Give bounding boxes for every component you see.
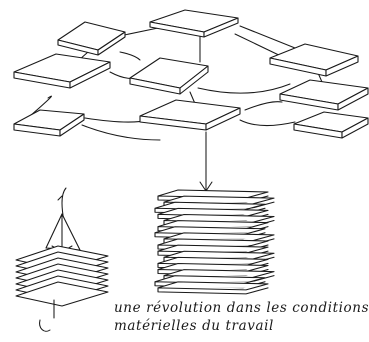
link: [81, 124, 161, 141]
link: [84, 117, 149, 123]
link: [239, 25, 301, 51]
caption-line-1: une révolution dans les conditions: [114, 300, 369, 316]
stack-layer: [157, 281, 269, 295]
slab: [13, 53, 111, 89]
link: [234, 33, 286, 59]
network-slabs: [13, 9, 369, 139]
link: [197, 83, 291, 94]
caption-line-2: matérielles du travail: [114, 318, 274, 334]
slab: [269, 43, 359, 77]
slab: [139, 99, 241, 131]
slab: [293, 111, 369, 139]
small-layered-object: [15, 187, 109, 332]
link: [119, 51, 141, 61]
slab: [149, 9, 239, 38]
small-layer: [15, 281, 109, 307]
slab: [57, 21, 126, 56]
link: [239, 119, 296, 127]
slab: [279, 79, 369, 111]
arrow-down: [199, 131, 213, 192]
stacked-slabs: [154, 189, 275, 295]
link: [244, 101, 283, 111]
caption: une révolution dans les conditions matér…: [114, 300, 369, 334]
slab: [129, 57, 209, 95]
slab: [13, 109, 85, 137]
link: [29, 95, 52, 117]
